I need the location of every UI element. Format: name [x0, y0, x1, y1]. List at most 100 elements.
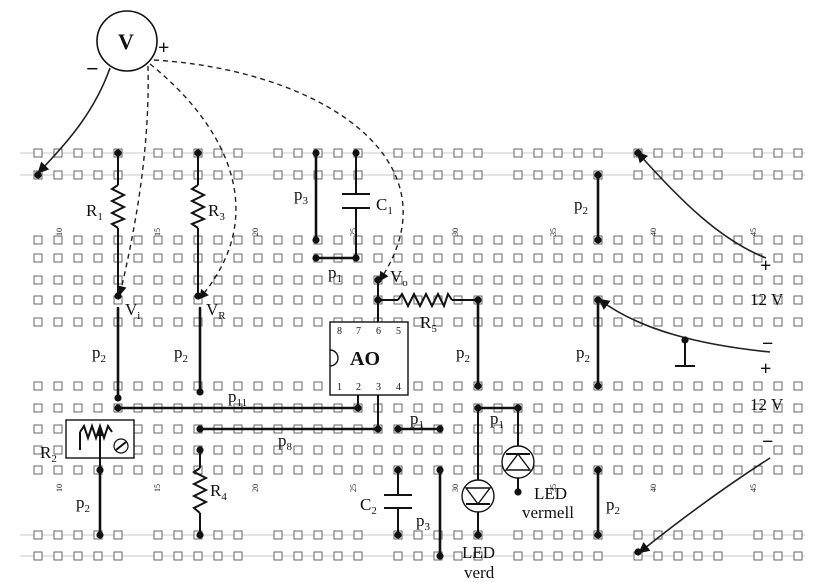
breadboard-hole — [493, 465, 503, 475]
breadboard-hole — [33, 381, 43, 391]
breadboard-hole — [793, 148, 803, 158]
breadboard-hole — [233, 148, 243, 158]
breadboard-hole — [613, 381, 623, 391]
breadboard-hole — [293, 148, 303, 158]
breadboard-hole — [433, 148, 443, 158]
breadboard-hole — [33, 445, 43, 455]
breadboard-hole — [73, 275, 83, 285]
breadboard-hole — [533, 551, 543, 561]
ic-pin-label: 3 — [376, 382, 381, 393]
junction-dot — [634, 149, 642, 157]
column-number: 45 — [749, 228, 758, 236]
breadboard-hole — [253, 465, 263, 475]
breadboard-hole — [413, 551, 423, 561]
breadboard-hole — [633, 295, 643, 305]
breadboard-hole — [293, 530, 303, 540]
column-number: 10 — [55, 228, 64, 236]
breadboard-hole — [153, 445, 163, 455]
junction-dot — [394, 466, 402, 474]
breadboard-hole — [573, 445, 583, 455]
breadboard-hole — [393, 551, 403, 561]
breadboard-hole — [713, 381, 723, 391]
breadboard-hole — [33, 295, 43, 305]
junction-dot — [114, 149, 122, 157]
breadboard-hole — [33, 235, 43, 245]
label-p2-rail-top: p2 — [574, 195, 588, 217]
label-p3-bot: p3 — [416, 511, 431, 533]
junction-dot — [114, 394, 122, 402]
breadboard-hole — [633, 403, 643, 413]
breadboard-hole — [73, 465, 83, 475]
breadboard-hole — [73, 170, 83, 180]
breadboard-hole — [533, 530, 543, 540]
breadboard-hole — [253, 295, 263, 305]
breadboard-hole — [473, 551, 483, 561]
breadboard-hole — [613, 295, 623, 305]
breadboard-hole — [773, 170, 783, 180]
breadboard-hole — [713, 148, 723, 158]
breadboard-hole — [713, 551, 723, 561]
breadboard-hole — [353, 295, 363, 305]
breadboard-hole — [73, 295, 83, 305]
junction-dot — [514, 488, 522, 496]
breadboard-hole — [153, 381, 163, 391]
breadboard-hole — [453, 403, 463, 413]
breadboard-hole — [433, 381, 443, 391]
resistor-r4 — [191, 467, 209, 514]
breadboard-hole — [93, 253, 103, 263]
breadboard-hole — [313, 275, 323, 285]
breadboard-hole — [173, 530, 183, 540]
breadboard-hole — [693, 275, 703, 285]
ic-pin-label: 5 — [396, 326, 401, 337]
probe-vo — [153, 59, 404, 282]
junction-dot — [474, 404, 482, 412]
breadboard-hole — [653, 317, 663, 327]
breadboard-hole — [313, 317, 323, 327]
breadboard-hole — [613, 317, 623, 327]
breadboard-hole — [733, 381, 743, 391]
breadboard-hole — [493, 445, 503, 455]
breadboard-hole — [573, 235, 583, 245]
breadboard-hole — [573, 551, 583, 561]
label-led-red-1: LED — [534, 484, 567, 503]
junction-dot — [354, 404, 362, 412]
label-r4: R4 — [210, 481, 227, 503]
junction-dot — [394, 531, 402, 539]
column-number: 25 — [349, 484, 358, 492]
breadboard-hole — [433, 275, 443, 285]
breadboard-hole — [353, 551, 363, 561]
breadboard-hole — [673, 317, 683, 327]
breadboard-hole — [493, 235, 503, 245]
junction-dot — [194, 292, 202, 300]
breadboard-hole — [513, 235, 523, 245]
breadboard-hole — [613, 253, 623, 263]
breadboard-hole — [733, 275, 743, 285]
breadboard-hole — [73, 403, 83, 413]
breadboard-hole — [153, 551, 163, 561]
breadboard-hole — [273, 275, 283, 285]
breadboard-hole — [753, 551, 763, 561]
breadboard-hole — [553, 381, 563, 391]
breadboard-hole — [353, 275, 363, 285]
column-number: 20 — [251, 228, 260, 236]
led-green — [461, 479, 495, 513]
label-r1: R1 — [86, 201, 103, 223]
breadboard-hole — [273, 551, 283, 561]
breadboard-hole — [93, 148, 103, 158]
label-led-green-2: verd — [464, 563, 495, 582]
breadboard-hole — [413, 403, 423, 413]
column-number: 15 — [153, 228, 162, 236]
breadboard-hole — [393, 170, 403, 180]
breadboard-hole — [633, 381, 643, 391]
junction-dot — [374, 276, 382, 284]
breadboard-hole — [93, 295, 103, 305]
column-numbers-bottom: 10 15 20 25 30 35 40 45 — [55, 484, 758, 492]
breadboard-hole — [533, 465, 543, 475]
breadboard-hole — [573, 530, 583, 540]
breadboard-hole — [293, 445, 303, 455]
opamp-ic: AO 8 7 6 5 1 2 3 4 — [329, 321, 409, 396]
breadboard-hole — [613, 275, 623, 285]
breadboard-hole — [413, 530, 423, 540]
breadboard-hole — [553, 551, 563, 561]
junction-dot — [352, 254, 360, 262]
